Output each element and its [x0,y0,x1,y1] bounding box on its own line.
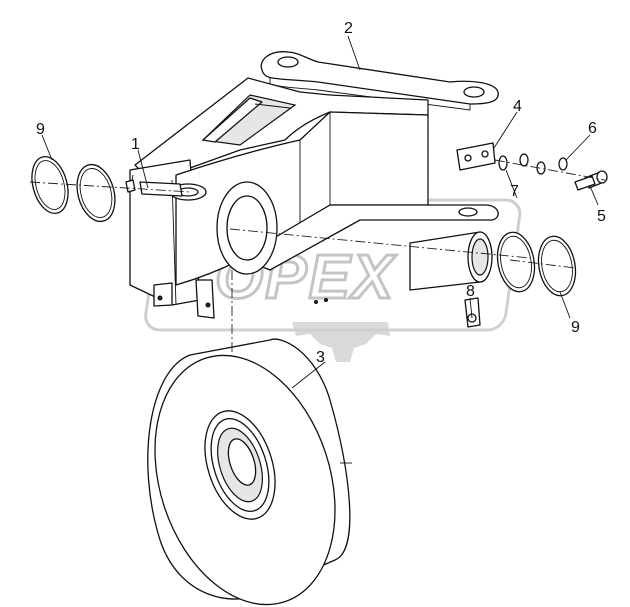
callout-9-left: 9 [36,121,45,138]
callout-4: 4 [513,98,522,115]
callout-8: 8 [466,283,475,300]
right-seal-rings [496,231,577,297]
callout-labels: 2 1 9 4 6 7 5 8 9 3 [36,20,606,366]
center-lines [29,100,606,355]
callout-7: 7 [510,183,519,200]
mounting-plate-hardware [456,142,608,191]
callout-1: 1 [131,136,140,153]
main-frame [129,77,499,328]
callout-6: 6 [588,120,597,137]
left-seal-rings [31,155,136,223]
callout-5: 5 [597,208,606,225]
wheel [147,338,352,606]
callout-2: 2 [344,20,353,37]
leader-lines [41,35,599,389]
callout-9-right: 9 [571,319,580,336]
callout-3: 3 [316,349,325,366]
